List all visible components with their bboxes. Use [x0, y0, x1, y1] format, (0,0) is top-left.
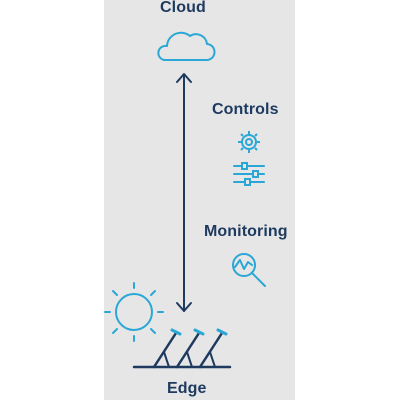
controls-label: Controls [212, 101, 279, 118]
sliders-icon [233, 162, 265, 186]
sun-icon [104, 282, 164, 342]
gear-icon [238, 131, 260, 153]
solar-panel-icon [132, 328, 232, 369]
magnifier-trend-icon [232, 253, 266, 287]
cloud-icon [157, 31, 216, 61]
monitoring-label: Monitoring [204, 223, 288, 240]
bidirectional-arrow-icon [176, 73, 192, 312]
edge-label: Edge [167, 380, 207, 397]
cloud-label: Cloud [160, 0, 206, 16]
